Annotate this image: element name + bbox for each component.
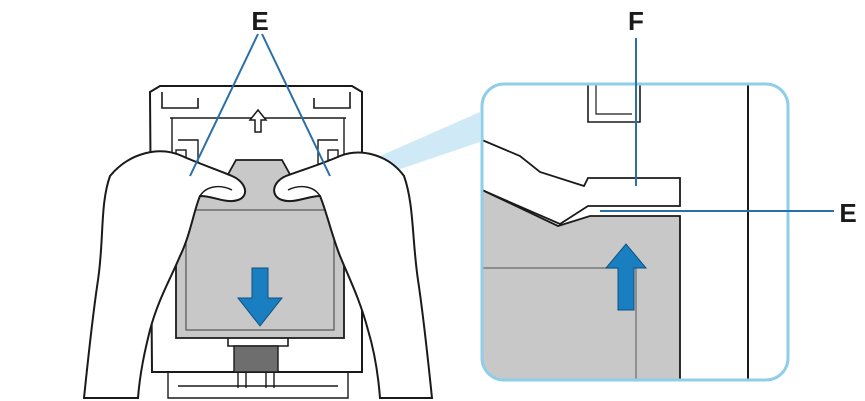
zoom-upper-bracket [587,84,641,123]
label-f-top: F [628,6,644,36]
left-hand [82,150,247,399]
push-down-arrow-icon [236,267,284,327]
printer-unit-illustration: E [82,6,480,399]
leader-line-e-right [261,33,331,177]
zoom-cartridge [482,188,681,380]
label-e-top: E [251,6,268,36]
zoom-latch [482,138,681,226]
left-thumb-line [199,185,233,197]
connector-block [233,345,279,373]
right-thumb-line [287,185,321,197]
up-arrow-icon [248,108,268,133]
push-up-arrow-icon [604,243,648,311]
cartridge-inner-panel [185,209,335,331]
connector-pins [237,372,275,388]
housing-top-ridges [161,92,351,109]
right-hand [273,151,434,399]
housing-base [167,372,349,399]
zoom-upper-bracket-inner [595,84,632,115]
leader-line-e-left [189,33,259,177]
label-e-right: E [839,198,856,228]
